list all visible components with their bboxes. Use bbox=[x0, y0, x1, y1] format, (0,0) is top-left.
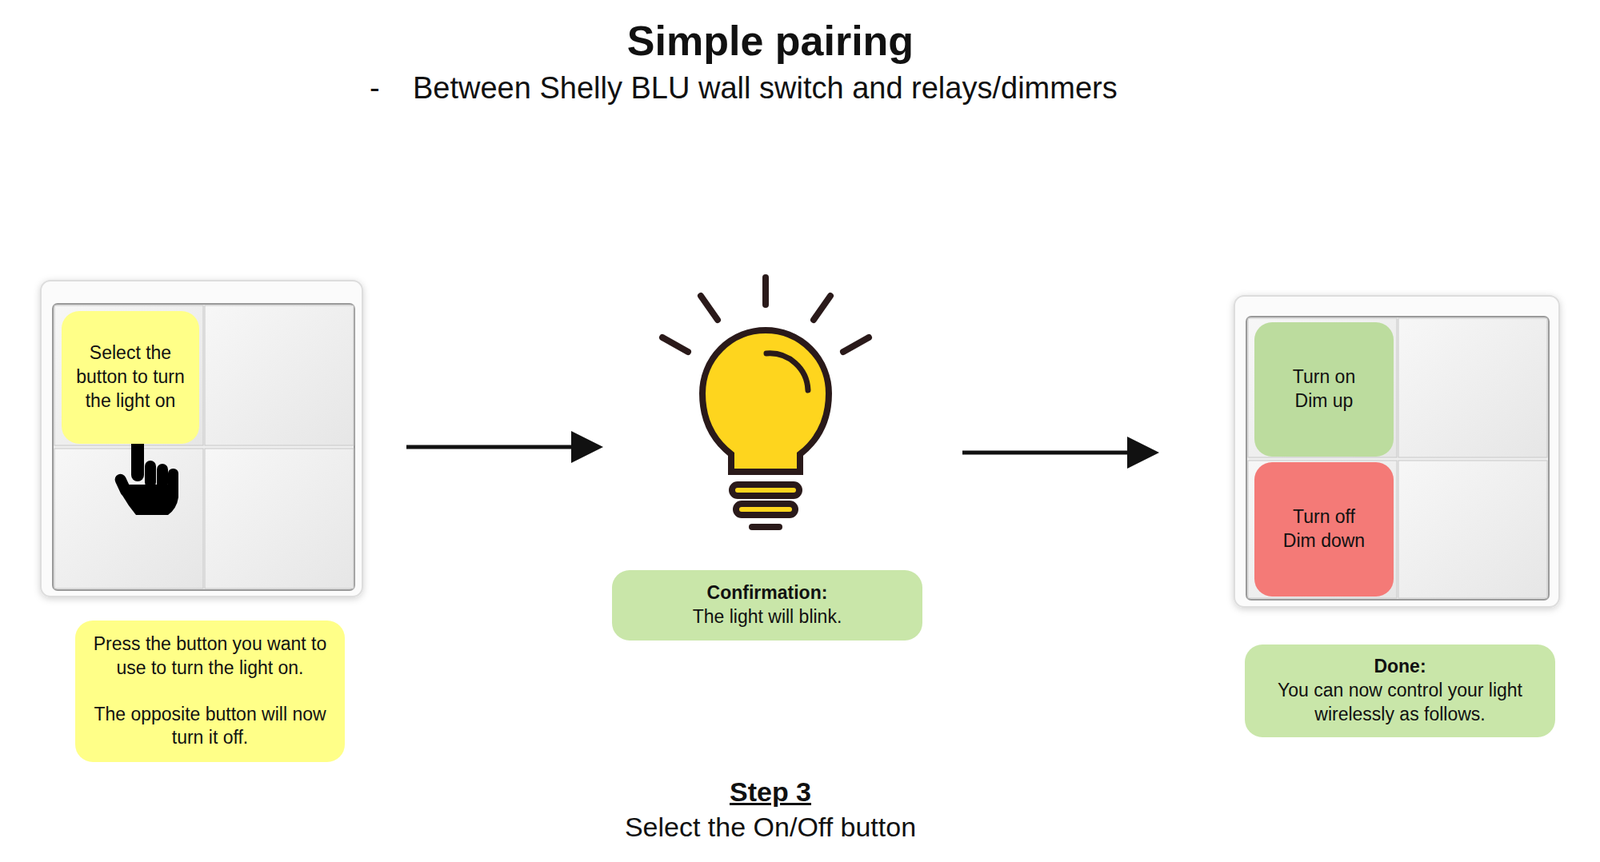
box-text: Select the button to turn the light on bbox=[72, 341, 188, 414]
light-bulb bbox=[662, 277, 869, 528]
box-text: The light will blink. bbox=[692, 605, 843, 630]
box-text: You can now control your light wirelessl… bbox=[1257, 679, 1543, 728]
box-heading: Done: bbox=[1373, 655, 1426, 680]
wall-switch bbox=[40, 280, 363, 597]
select-button-note: Select the button to turn the light on bbox=[61, 311, 200, 444]
instruction-note: Press the button you want to use to turn… bbox=[75, 620, 345, 763]
done-box: Done:You can now control your light wire… bbox=[1244, 644, 1556, 738]
flow-arrow bbox=[406, 445, 596, 450]
box-text: The opposite button will now turn it off… bbox=[88, 703, 332, 752]
diagram-title: Simple pairing bbox=[627, 16, 914, 66]
off-button-label: Turn off Dim down bbox=[1254, 462, 1394, 597]
wall-switch bbox=[1234, 296, 1560, 608]
flow-arrow bbox=[962, 451, 1152, 456]
box-text: Turn off Dim down bbox=[1279, 505, 1369, 554]
step-description: Select the On/Off button bbox=[624, 811, 916, 844]
box-heading: Confirmation: bbox=[707, 581, 828, 606]
box-text: Turn on Dim up bbox=[1279, 365, 1369, 414]
subtitle: Between Shelly BLU wall switch and relay… bbox=[412, 70, 1118, 108]
confirmation-box: Confirmation:The light will blink. bbox=[612, 570, 923, 641]
step-heading: Step 3 bbox=[729, 776, 812, 809]
on-button-label: Turn on Dim up bbox=[1254, 322, 1394, 457]
box-text: Press the button you want to use to turn… bbox=[88, 632, 332, 681]
hand-pointer bbox=[112, 432, 179, 516]
bullet-dash: - bbox=[369, 70, 380, 108]
